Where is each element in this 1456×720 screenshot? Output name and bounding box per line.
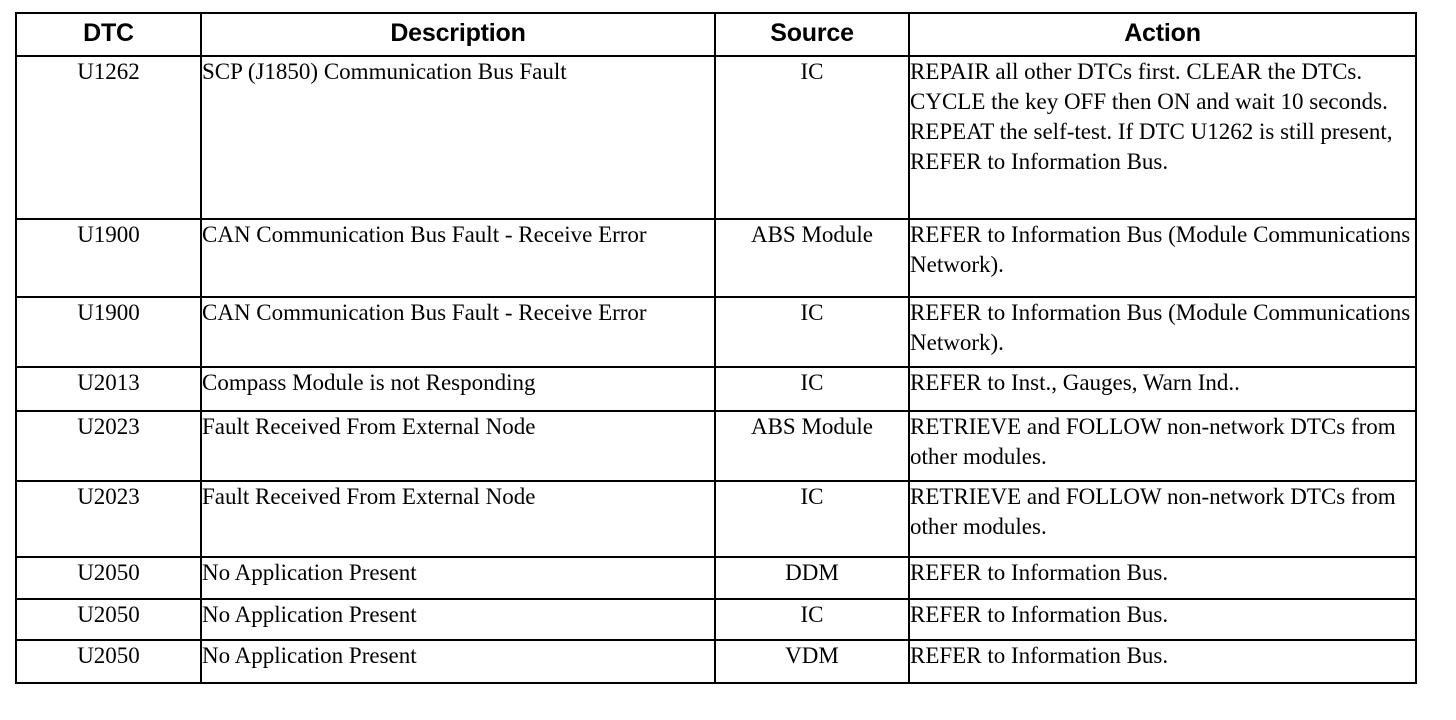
cell-action: REFER to Information Bus. (908, 639, 1417, 684)
table-row: U1262 SCP (J1850) Communication Bus Faul… (15, 55, 1417, 220)
table-row: U1900 CAN Communication Bus Fault - Rece… (15, 296, 1417, 368)
cell-source: ABS Module (714, 410, 910, 482)
cell-description: CAN Communication Bus Fault - Receive Er… (200, 218, 716, 298)
cell-source: IC (714, 296, 910, 368)
cell-action: REFER to Information Bus. (908, 556, 1417, 600)
cell-action: REFER to Information Bus (Module Communi… (908, 218, 1417, 298)
table-row: U2050 No Application Present DDM REFER t… (15, 556, 1417, 600)
column-header-description: Description (200, 12, 716, 57)
table-header: DTC Description Source Action (15, 12, 1417, 57)
table-row: U2023 Fault Received From External Node … (15, 480, 1417, 558)
cell-action: REFER to Information Bus (Module Communi… (908, 296, 1417, 368)
cell-dtc: U2013 (15, 366, 202, 412)
table-header-row: DTC Description Source Action (15, 12, 1417, 57)
table-body: U1262 SCP (J1850) Communication Bus Faul… (15, 55, 1417, 684)
cell-source: IC (714, 598, 910, 641)
column-header-source: Source (714, 12, 910, 57)
cell-source: IC (714, 55, 910, 220)
table-row: U2050 No Application Present VDM REFER t… (15, 639, 1417, 684)
cell-description: Fault Received From External Node (200, 410, 716, 482)
cell-source: ABS Module (714, 218, 910, 298)
cell-description: No Application Present (200, 598, 716, 641)
table-row: U2050 No Application Present IC REFER to… (15, 598, 1417, 641)
cell-source: VDM (714, 639, 910, 684)
cell-description: No Application Present (200, 639, 716, 684)
dtc-diagnostic-table: DTC Description Source Action U1262 SCP … (15, 12, 1417, 684)
cell-description: SCP (J1850) Communication Bus Fault (200, 55, 716, 220)
cell-dtc: U1900 (15, 296, 202, 368)
cell-action: REFER to Inst., Gauges, Warn Ind.. (908, 366, 1417, 412)
cell-description: Fault Received From External Node (200, 480, 716, 558)
table-row: U2023 Fault Received From External Node … (15, 410, 1417, 482)
table-row: U1900 CAN Communication Bus Fault - Rece… (15, 218, 1417, 298)
column-header-action: Action (908, 12, 1417, 57)
cell-source: IC (714, 480, 910, 558)
cell-dtc: U2023 (15, 480, 202, 558)
cell-action: REPAIR all other DTCs first. CLEAR the D… (908, 55, 1417, 220)
cell-dtc: U2050 (15, 556, 202, 600)
cell-description: CAN Communication Bus Fault - Receive Er… (200, 296, 716, 368)
cell-dtc: U2023 (15, 410, 202, 482)
cell-action: RETRIEVE and FOLLOW non-network DTCs fro… (908, 410, 1417, 482)
cell-source: IC (714, 366, 910, 412)
cell-description: Compass Module is not Responding (200, 366, 716, 412)
cell-source: DDM (714, 556, 910, 600)
cell-dtc: U1262 (15, 55, 202, 220)
cell-action: RETRIEVE and FOLLOW non-network DTCs fro… (908, 480, 1417, 558)
cell-dtc: U1900 (15, 218, 202, 298)
cell-description: No Application Present (200, 556, 716, 600)
cell-dtc: U2050 (15, 639, 202, 684)
cell-dtc: U2050 (15, 598, 202, 641)
table-row: U2013 Compass Module is not Responding I… (15, 366, 1417, 412)
cell-action: REFER to Information Bus. (908, 598, 1417, 641)
column-header-dtc: DTC (15, 12, 202, 57)
